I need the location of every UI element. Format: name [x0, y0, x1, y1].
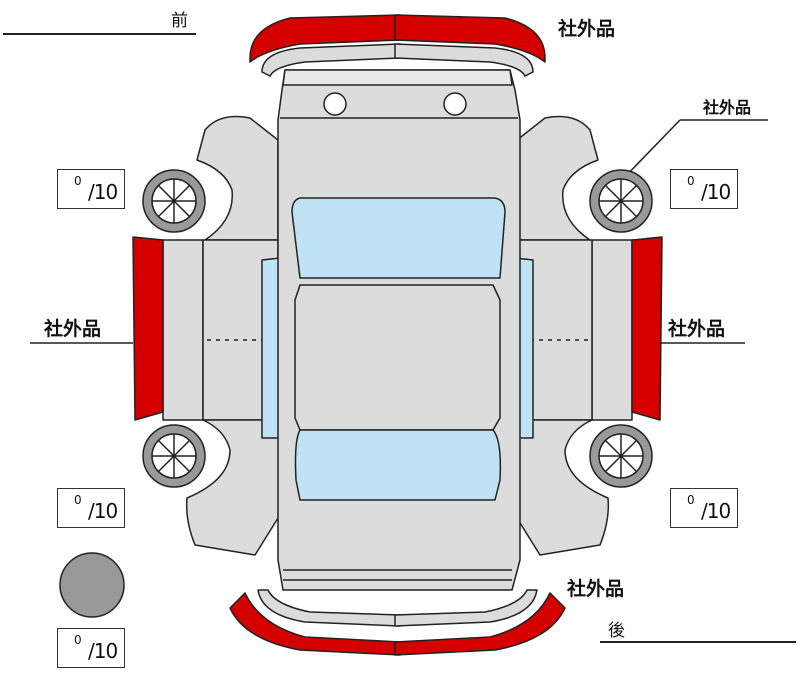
- tire-score-left-rear[interactable]: 0 /10: [57, 488, 125, 528]
- headlight-icon: [323, 92, 347, 116]
- aftermarket-label-left-side: 社外品: [44, 318, 102, 340]
- tire-score-left-front[interactable]: 0 /10: [57, 169, 125, 209]
- score-value: 0: [687, 174, 695, 188]
- headlight-icon: [443, 92, 467, 116]
- score-max: /10: [88, 499, 118, 523]
- front-fender-panel[interactable]: [196, 115, 279, 241]
- score-value: 0: [74, 493, 82, 507]
- score-max: /10: [701, 499, 731, 523]
- tire-score-right-front[interactable]: 0 /10: [670, 169, 738, 209]
- aftermarket-label-front-bumper: 社外品: [558, 18, 616, 40]
- tire-score-right-rear[interactable]: 0 /10: [670, 488, 738, 528]
- score-value: 0: [687, 493, 695, 507]
- wheel-spokes-icon: [152, 179, 196, 223]
- aftermarket-label-right-front: 社外品: [703, 98, 752, 117]
- windshield[interactable]: [291, 197, 506, 279]
- rear-window[interactable]: [294, 429, 502, 501]
- spare-tire-icon[interactable]: [59, 552, 125, 618]
- score-max: /10: [701, 180, 731, 204]
- hood-edge[interactable]: [282, 69, 513, 86]
- aftermarket-label-rear-bumper: 社外品: [567, 578, 625, 600]
- rear-bumper[interactable]: [257, 589, 401, 627]
- wheel-spokes-icon: [152, 434, 196, 478]
- aftermarket-label-right-side: 社外品: [668, 318, 726, 340]
- score-value: 0: [74, 174, 82, 188]
- side-damage-marker[interactable]: [132, 236, 164, 421]
- tire-score-spare[interactable]: 0 /10: [57, 628, 125, 668]
- score-max: /10: [88, 639, 118, 663]
- roof-panel[interactable]: [294, 284, 501, 431]
- score-max: /10: [88, 180, 118, 204]
- rocker-panel[interactable]: [162, 239, 204, 421]
- front-label: 前: [171, 11, 188, 31]
- rear-label: 後: [608, 621, 625, 641]
- rear-fender-panel[interactable]: [185, 419, 284, 556]
- score-value: 0: [74, 633, 82, 647]
